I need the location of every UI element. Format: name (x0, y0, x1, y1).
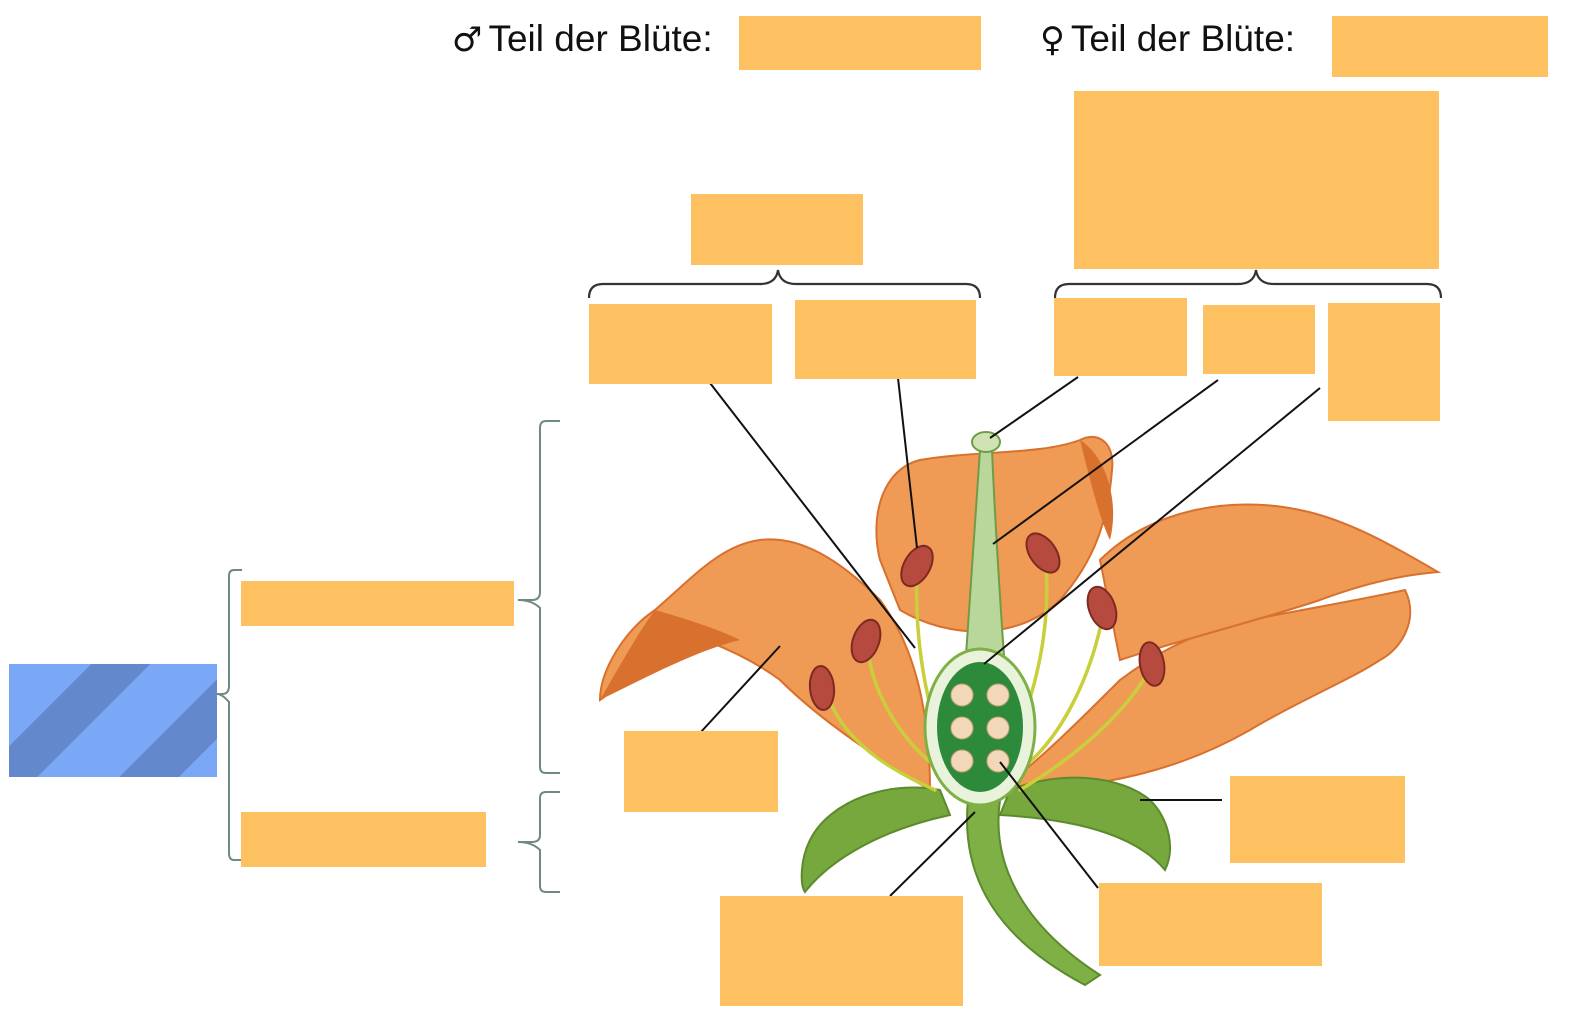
male-heading-text: Teil der Blüte: (488, 18, 713, 59)
left-petal-fold (600, 610, 740, 700)
female-symbol-icon: ♀ (1040, 20, 1065, 60)
female-heading-text: Teil der Blüte: (1070, 18, 1296, 59)
ovary-chamber (937, 662, 1023, 792)
leader-lines (699, 376, 1321, 897)
pistil-group-drop-box[interactable] (1074, 91, 1439, 269)
calyx-bracket (517, 791, 560, 893)
petal-drop-box[interactable] (624, 731, 778, 812)
male-part-heading: ♂Teil der Blüte: (452, 18, 713, 60)
perianth-bracket (517, 420, 560, 774)
right-upper-petal (1098, 503, 1442, 662)
pistil-brace (1053, 269, 1443, 299)
male-symbol-icon: ♂ (452, 20, 483, 60)
sepal-drop-box[interactable] (1230, 776, 1405, 863)
stamen-brace (587, 269, 982, 299)
flower-envelope-striped-box[interactable] (9, 664, 217, 777)
top-brackets (587, 269, 1443, 299)
left-petal (598, 538, 932, 792)
stamen-group-drop-box[interactable] (691, 194, 863, 265)
female-part-heading: ♀Teil der Blüte: (1040, 18, 1295, 60)
back-petal-fold (1080, 440, 1114, 540)
stem (966, 799, 1102, 987)
calyx-drop-box[interactable] (241, 812, 486, 867)
right-sepal (998, 776, 1171, 872)
side-brackets (216, 420, 560, 893)
filament-drop-box[interactable] (795, 300, 976, 379)
anther-drop-box[interactable] (589, 304, 772, 384)
perianth-drop-box[interactable] (241, 581, 514, 626)
left-sepal (800, 786, 952, 894)
ovary-drop-box[interactable] (1328, 303, 1440, 421)
style-drop-box[interactable] (1203, 305, 1315, 374)
ovule-drop-box[interactable] (1099, 883, 1322, 966)
right-petal (996, 588, 1412, 792)
female-part-drop-box[interactable] (1332, 16, 1548, 77)
male-part-drop-box[interactable] (739, 16, 981, 70)
receptacle-drop-box[interactable] (720, 896, 963, 1006)
anthers (808, 532, 1166, 711)
left-bracket (216, 569, 242, 861)
stigma-drop-box[interactable] (1054, 298, 1187, 376)
